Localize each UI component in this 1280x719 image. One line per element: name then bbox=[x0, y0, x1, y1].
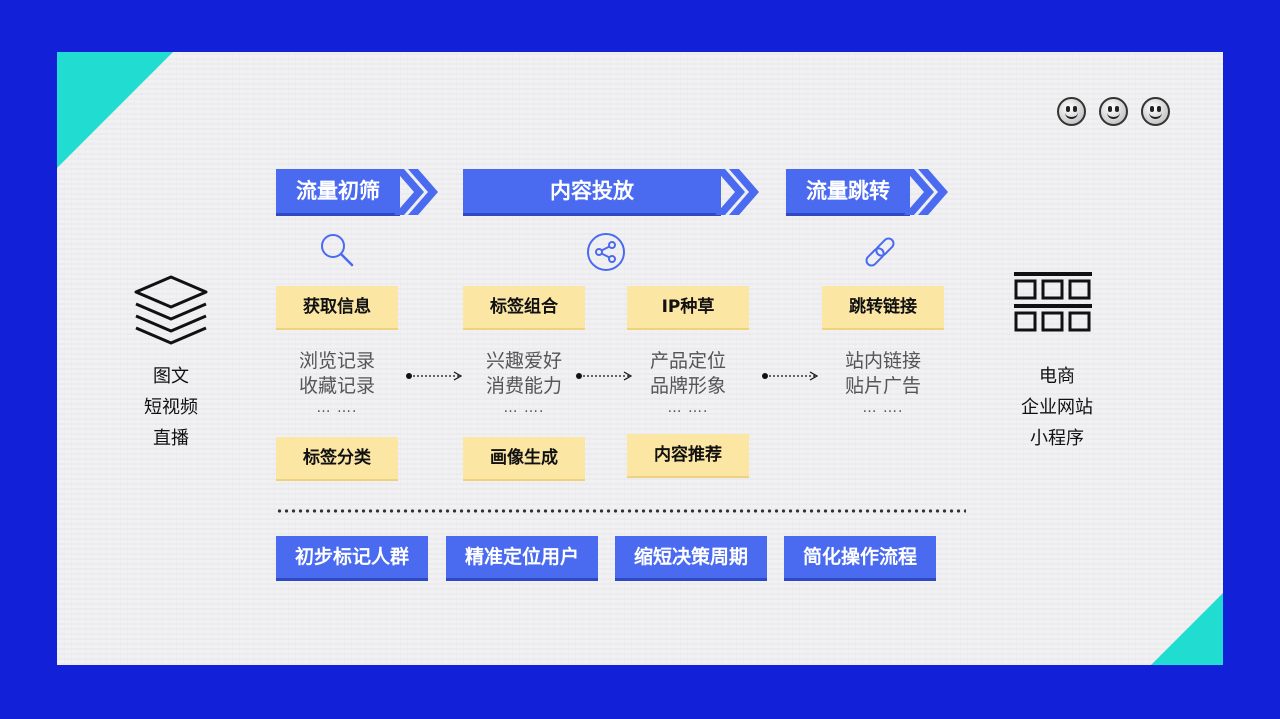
grid-icon bbox=[1014, 272, 1092, 332]
search-icon bbox=[321, 234, 354, 267]
ellipsis: … …. bbox=[667, 400, 709, 416]
benefit-shorten-cycle: 缩短决策周期 bbox=[615, 536, 767, 581]
source-list: 图文 短视频 直播 bbox=[121, 361, 221, 454]
ellipsis: … …. bbox=[316, 400, 358, 416]
tag-label-combine: 标签组合 bbox=[463, 286, 585, 330]
destination-item: 小程序 bbox=[1030, 428, 1084, 449]
chevron-right-icon bbox=[904, 169, 948, 215]
source-item: 图文 bbox=[153, 366, 189, 387]
slide-paper: 流量初筛 内容投放 流量跳转 获取信息 标签组合 bbox=[57, 52, 1223, 665]
column-text: 浏览记录 收藏记录 bbox=[298, 350, 375, 397]
source-item: 短视频 bbox=[144, 397, 198, 418]
stage-title: 流量初筛 bbox=[276, 169, 400, 216]
link-icon bbox=[865, 237, 895, 267]
dotted-arrow-icon bbox=[576, 371, 633, 381]
smiley-icon bbox=[1099, 97, 1128, 126]
destination-item: 企业网站 bbox=[1021, 397, 1093, 418]
benefit-target-users: 精准定位用户 bbox=[446, 536, 598, 581]
stage-title: 流量跳转 bbox=[786, 169, 910, 216]
dotted-arrow-icon bbox=[762, 371, 819, 381]
corner-decoration-top-left bbox=[57, 52, 173, 168]
tag-content-recommend: 内容推荐 bbox=[627, 434, 749, 478]
tag-get-info: 获取信息 bbox=[276, 286, 398, 330]
column-text: 产品定位 品牌形象 bbox=[649, 350, 726, 397]
destination-list: 电商 企业网站 小程序 bbox=[1002, 361, 1112, 454]
ellipsis: … …. bbox=[862, 400, 904, 416]
dotted-arrow-icon bbox=[406, 371, 463, 381]
corner-decoration-bottom-right bbox=[1151, 593, 1223, 665]
share-icon bbox=[587, 233, 625, 271]
layers-icon bbox=[134, 275, 208, 345]
destination-item: 电商 bbox=[1039, 366, 1075, 387]
ellipsis: … …. bbox=[503, 400, 545, 416]
benefit-simplify-process: 简化操作流程 bbox=[784, 536, 936, 581]
column-text: 站内链接 贴片广告 bbox=[844, 350, 921, 397]
smiley-icon bbox=[1141, 97, 1170, 126]
tag-portrait-generate: 画像生成 bbox=[463, 437, 585, 481]
chevron-right-icon bbox=[715, 169, 759, 215]
stage-title: 内容投放 bbox=[463, 169, 721, 216]
smiley-group bbox=[1057, 97, 1170, 126]
tag-ip-seeding: IP种草 bbox=[627, 286, 749, 330]
benefit-mark-audience: 初步标记人群 bbox=[276, 536, 428, 581]
chevron-right-icon bbox=[394, 169, 438, 215]
smiley-icon bbox=[1057, 97, 1086, 126]
dotted-divider bbox=[276, 509, 966, 513]
tag-redirect-link: 跳转链接 bbox=[822, 286, 944, 330]
source-item: 直播 bbox=[153, 428, 189, 449]
column-text: 兴趣爱好 消费能力 bbox=[485, 350, 562, 397]
tag-label-classify: 标签分类 bbox=[276, 437, 398, 481]
